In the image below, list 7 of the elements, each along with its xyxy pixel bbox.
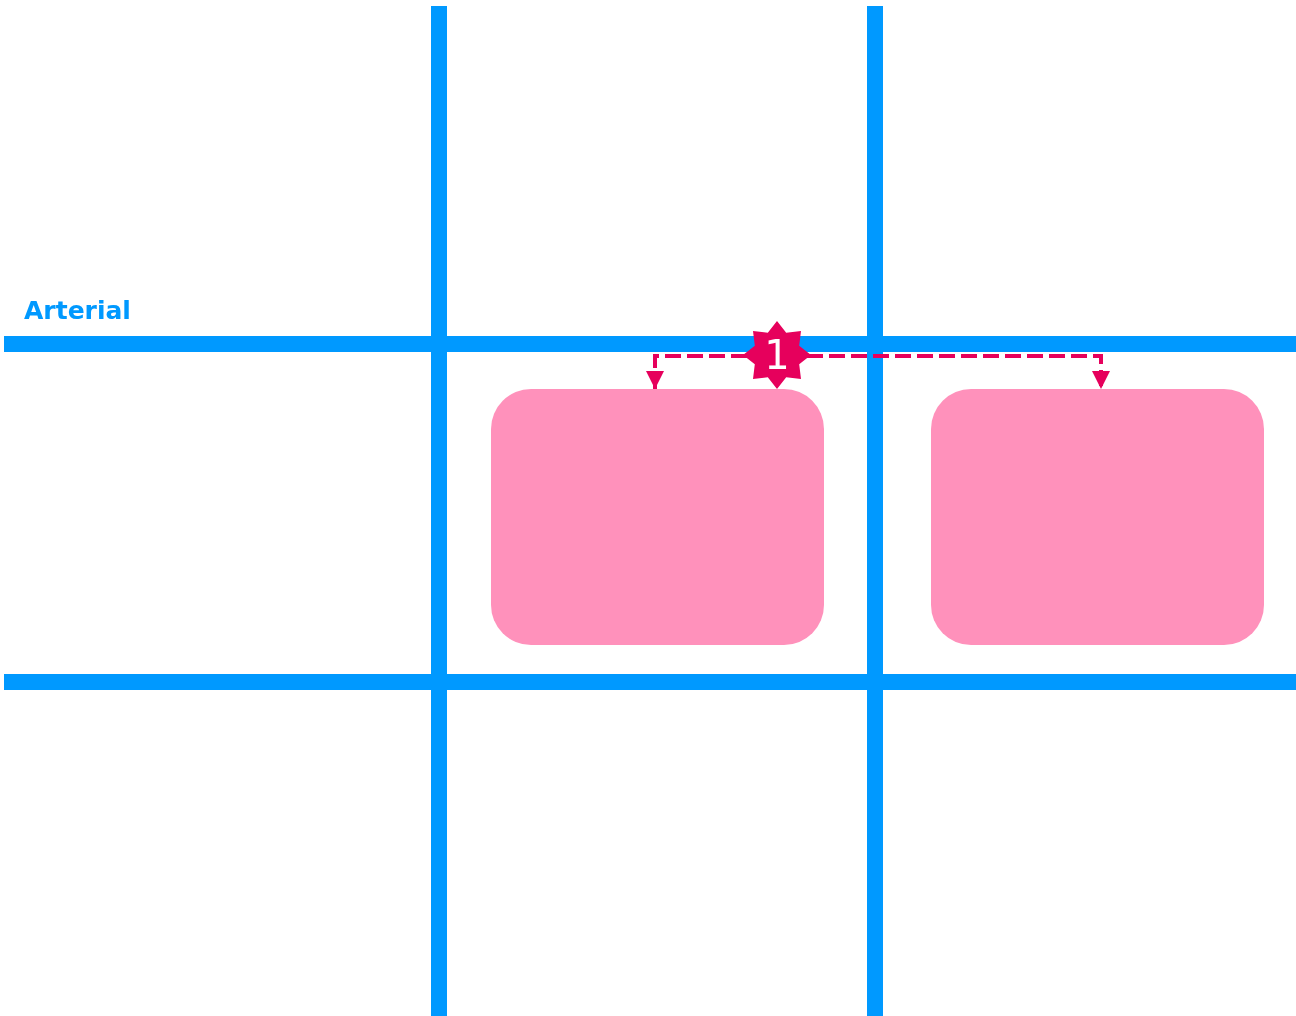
arrow [807, 354, 1110, 389]
callout-number: 1 [764, 335, 790, 375]
parcel-box [931, 389, 1264, 645]
arrow [646, 354, 747, 389]
parcel-box [491, 389, 824, 645]
callout-star [743, 321, 811, 389]
street-label: Arterial [24, 296, 131, 325]
